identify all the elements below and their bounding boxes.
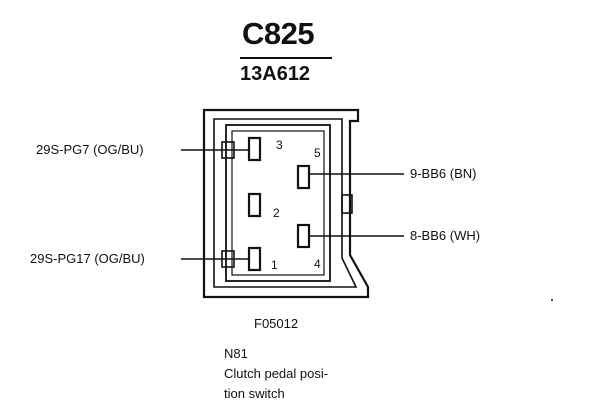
cavity-frame-inner: [231, 130, 325, 276]
terminal-1: [247, 246, 262, 272]
wire-label-pin-3: 29S-PG7 (OG/BU): [36, 142, 144, 157]
wire-label-pin-4: 8-BB6 (WH): [410, 228, 481, 243]
description-line-1: Clutch pedal posi-: [224, 366, 329, 381]
reference-code: N81: [224, 346, 248, 361]
wire-label-pin-5: 9-BB6 (BN): [410, 166, 477, 181]
pin-number-2: 2: [273, 206, 280, 220]
connector-housing-inner: [213, 118, 358, 288]
part-number: 13A612: [240, 63, 311, 85]
connector-housing: [202, 108, 370, 299]
terminal-2: [247, 192, 262, 218]
cavity-frame: [225, 124, 331, 282]
locking-tab: [341, 194, 353, 214]
pin-number-5: 5: [314, 146, 321, 160]
connector-id: C825: [242, 16, 315, 51]
terminal-3: [247, 136, 262, 162]
description-line-2: tion switch: [224, 386, 285, 401]
pin-number-3: 3: [276, 138, 283, 152]
terminal-5: [296, 164, 311, 190]
terminal-4: [296, 223, 311, 249]
pin-number-1: 1: [271, 258, 278, 272]
pin-number-4: 4: [314, 257, 321, 271]
figure-code: F05012: [254, 316, 299, 331]
stray-dot: [551, 299, 553, 301]
wire-label-pin-1: 29S-PG17 (OG/BU): [30, 251, 145, 266]
